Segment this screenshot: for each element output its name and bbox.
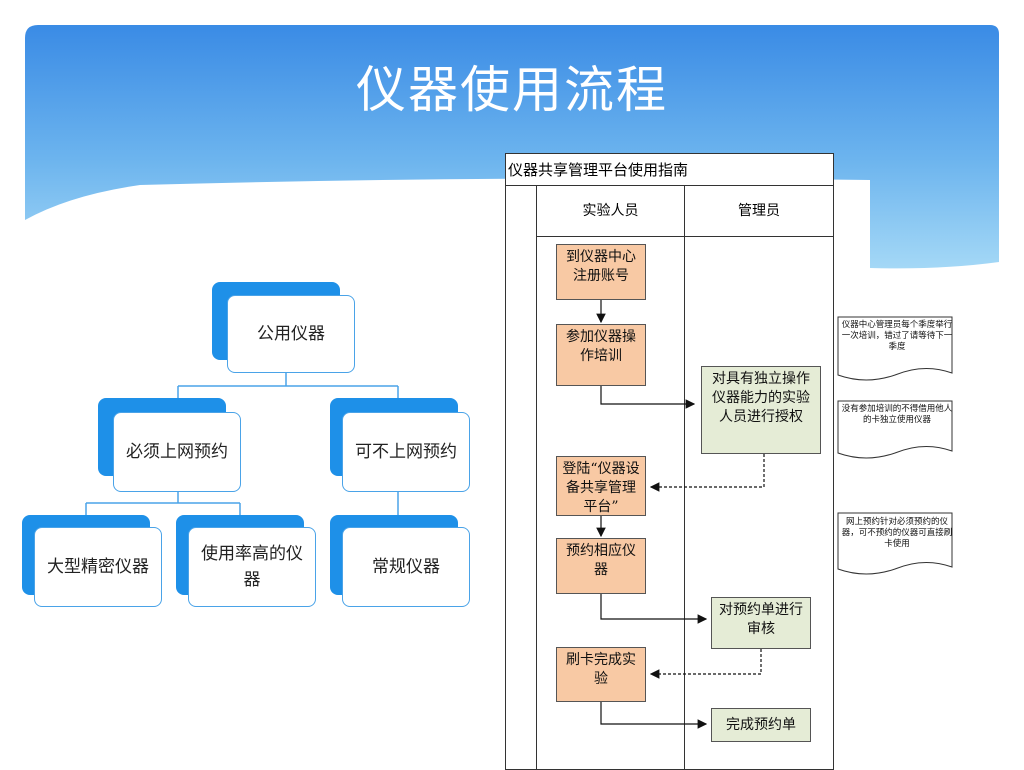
flowchart-arrows xyxy=(596,299,765,729)
step-review: 对预约单进行审核 xyxy=(711,597,811,649)
lane-header-experimenter: 实验人员 xyxy=(537,186,684,237)
node-regular-label: 常规仪器 xyxy=(342,527,470,607)
lane-header-admin: 管理员 xyxy=(685,186,833,237)
node-no-reserve-label: 可不上网预约 xyxy=(342,412,470,492)
flowchart-title: 仪器共享管理平台使用指南 xyxy=(506,154,833,186)
node-public-instruments-label: 公用仪器 xyxy=(227,295,355,373)
note-online-reservation: 网上预约针对必须预约的仪器，可不预约的仪器可直接刷卡使用 xyxy=(841,517,953,549)
step-authorize: 对具有独立操作仪器能力的实验人员进行授权 xyxy=(701,366,821,454)
step-register: 到仪器中心注册账号 xyxy=(556,244,646,300)
node-high-usage-label: 使用率高的仪器 xyxy=(188,527,316,607)
note-no-borrow-card: 没有参加培训的不得借用他人的卡独立使用仪器 xyxy=(841,404,953,425)
step-login: 登陆“仪器设备共享管理平台” xyxy=(556,456,646,516)
node-large-precision-label: 大型精密仪器 xyxy=(34,527,162,607)
notes-shapes xyxy=(837,316,953,575)
header-banner xyxy=(25,25,999,269)
step-swipe: 刷卡完成实验 xyxy=(556,647,646,702)
node-must-reserve-label: 必须上网预约 xyxy=(113,412,241,492)
step-complete: 完成预约单 xyxy=(711,708,811,742)
flowchart: 仪器共享管理平台使用指南 实验人员 管理员 到仪器中心注册账号 参加仪器操作培训… xyxy=(505,153,834,770)
step-reserve: 预约相应仪器 xyxy=(556,538,646,594)
note-training-schedule: 仪器中心管理员每个季度举行一次培训，错过了请等待下一季度 xyxy=(841,320,953,352)
lane-divider-middle xyxy=(684,186,685,769)
slide-title: 仪器使用流程 xyxy=(356,61,668,119)
step-training: 参加仪器操作培训 xyxy=(556,324,646,386)
lane-divider-left xyxy=(536,186,537,769)
